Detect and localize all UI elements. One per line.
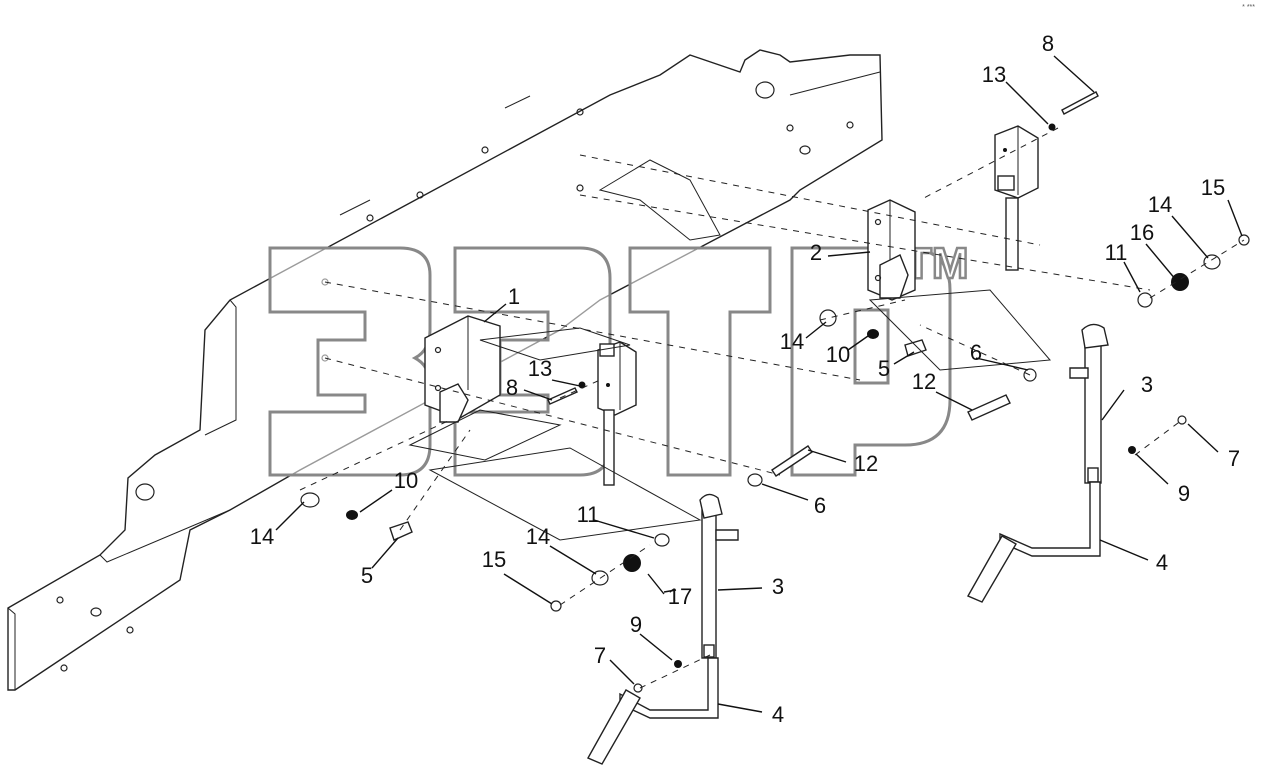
washer-14 [1203, 254, 1221, 270]
part-label-9-left: 9 [630, 612, 642, 637]
pedal-lever-right [967, 323, 1109, 603]
spring-16 [1171, 273, 1189, 291]
part-label-1: 1 [508, 284, 520, 309]
part-label-15-left: 15 [482, 547, 506, 572]
part-label-7-right: 7 [1228, 446, 1240, 471]
sensor-unit-left [597, 341, 637, 486]
washer-14 [300, 492, 320, 508]
part-label-8-left: 8 [506, 375, 518, 400]
bolt-7 [1177, 415, 1187, 425]
nut-13 [1048, 123, 1056, 131]
washer-14 [591, 570, 609, 586]
part-label-8-right: 8 [1042, 31, 1054, 56]
assembly-lines [299, 127, 1245, 689]
bolt-12 [771, 445, 813, 477]
washer-6 [1023, 368, 1037, 382]
bushing-11 [1137, 292, 1153, 308]
sensor-unit-right [994, 125, 1039, 271]
part-label-6-left: 6 [814, 493, 826, 518]
frame-hole [755, 81, 775, 99]
part-label-5-right: 5 [878, 356, 890, 381]
part-label-10-right: 10 [826, 342, 850, 367]
part-label-10-left: 10 [394, 468, 418, 493]
part-label-14-c: 14 [526, 524, 550, 549]
part-label-11-right: 11 [1105, 240, 1128, 265]
part-label-4-left: 4 [772, 702, 784, 727]
part-label-13-right: 13 [982, 62, 1006, 87]
part-label-14-b: 14 [780, 329, 804, 354]
part-label-7-left: 7 [594, 643, 606, 668]
part-label-14-d: 14 [1148, 192, 1172, 217]
pin-8 [1061, 91, 1099, 115]
nut-13 [578, 381, 586, 389]
hardware-left [300, 381, 813, 693]
washer-6 [747, 473, 763, 487]
part-number-labels: 1 2 3 3 4 4 5 5 6 6 7 7 8 8 9 9 10 10 11… [250, 31, 1240, 727]
bolt-5 [904, 339, 927, 357]
seal-10 [346, 510, 358, 520]
part-label-15-right: 15 [1201, 175, 1225, 200]
nut-9 [1128, 446, 1136, 454]
part-label-12-right: 12 [912, 369, 936, 394]
leader-lines [275, 55, 1243, 713]
bracket-plate-right [867, 199, 916, 301]
part-label-16: 16 [1130, 220, 1154, 245]
part-label-3-right: 3 [1141, 372, 1153, 397]
watermark-letter-t [628, 246, 772, 477]
seal-10 [867, 329, 879, 339]
bracket-plate-left [424, 315, 501, 423]
bushing-11 [654, 533, 670, 547]
part-label-6-right: 6 [970, 340, 982, 365]
part-label-4-right: 4 [1156, 550, 1168, 575]
part-label-2: 2 [810, 240, 822, 265]
watermark-letter-p [790, 246, 952, 477]
part-label-14-a: 14 [250, 524, 274, 549]
pin-8 [547, 387, 578, 405]
hardware-right [819, 91, 1250, 454]
bolt-5 [389, 521, 413, 541]
part-label-3-left: 3 [772, 574, 784, 599]
part-label-12-left: 12 [854, 451, 878, 476]
pedal-lever-left [587, 493, 739, 765]
washer-14 [819, 309, 837, 327]
nut-9 [674, 660, 682, 668]
spring-17 [623, 554, 641, 572]
part-label-9-right: 9 [1178, 481, 1190, 506]
frame-hole [135, 483, 155, 501]
part-label-5-left: 5 [361, 563, 373, 588]
nut-15 [550, 600, 562, 612]
nut-15 [1238, 234, 1250, 246]
bolt-12 [967, 394, 1011, 421]
part-label-17: 17 [668, 584, 692, 609]
corner-mark: * *** [1242, 4, 1255, 11]
part-label-13-left: 13 [528, 356, 552, 381]
part-label-11-left: 11 [577, 502, 600, 527]
bolt-7 [633, 683, 643, 693]
